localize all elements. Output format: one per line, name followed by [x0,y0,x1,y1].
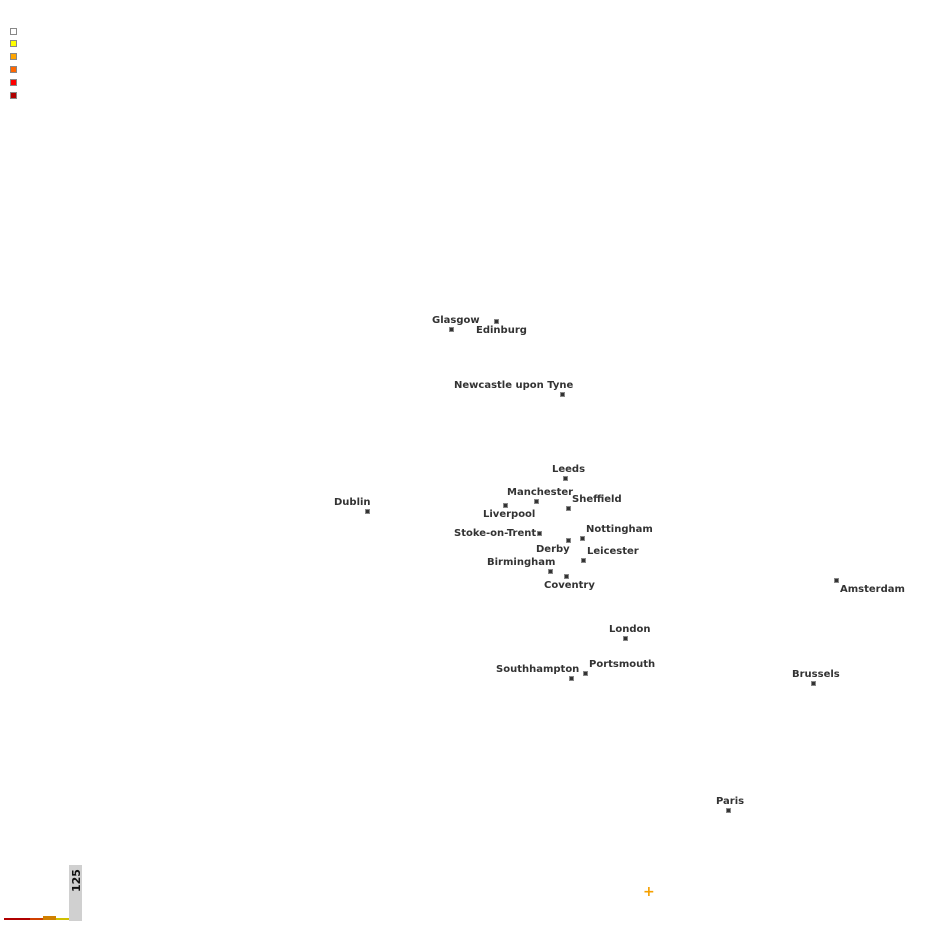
city-label: Stoke-on-Trent [454,528,537,539]
legend-swatch[interactable] [10,92,17,99]
legend-swatch[interactable] [10,79,17,86]
histogram-segment-yellow [56,918,69,920]
city-marker[interactable] [583,671,588,676]
city-marker[interactable] [503,503,508,508]
city-marker[interactable] [581,558,586,563]
city-marker[interactable] [560,392,565,397]
histogram-segment-dark-red [4,918,30,920]
city-marker[interactable] [564,574,569,579]
city-label: Derby [536,544,570,555]
city-marker[interactable] [548,569,553,574]
city-marker[interactable] [623,636,628,641]
city-marker[interactable] [566,506,571,511]
histogram-segment-red [30,918,43,920]
city-label: Dublin [334,497,371,508]
city-marker[interactable] [537,531,542,536]
city-label: Coventry [544,580,595,591]
city-label: London [609,624,651,635]
city-label: Glasgow [432,315,480,326]
city-label: Newcastle upon Tyne [454,380,574,391]
city-label: Amsterdam [840,584,905,595]
city-marker[interactable] [494,319,499,324]
city-marker[interactable] [566,538,571,543]
city-label: Leicester [587,546,639,557]
histogram-segment-orange [43,916,56,920]
city-marker[interactable] [834,578,839,583]
legend-swatch[interactable] [10,66,17,73]
city-marker[interactable] [563,476,568,481]
city-marker[interactable] [580,536,585,541]
city-label: Paris [716,796,745,807]
city-label: Birmingham [487,557,556,568]
plus-marker-icon: + [643,884,655,900]
city-marker[interactable] [365,509,370,514]
city-marker[interactable] [449,327,454,332]
legend-swatch[interactable] [10,28,17,35]
city-label: Nottingham [586,524,653,535]
city-marker[interactable] [811,681,816,686]
city-label: Edinburg [476,325,527,336]
city-label: Sheffield [572,494,622,505]
scale-value: 125 [70,869,83,892]
city-label: Manchester [507,487,574,498]
city-label: Southhampton [496,664,580,675]
city-label: Portsmouth [589,659,656,670]
legend-swatch[interactable] [10,40,17,47]
scale-bar [69,865,82,921]
legend-swatch[interactable] [10,53,17,60]
city-marker[interactable] [726,808,731,813]
city-label: Brussels [792,669,840,680]
city-marker[interactable] [534,499,539,504]
city-label: Leeds [552,464,586,475]
city-label: Liverpool [483,509,536,520]
city-marker[interactable] [569,676,574,681]
